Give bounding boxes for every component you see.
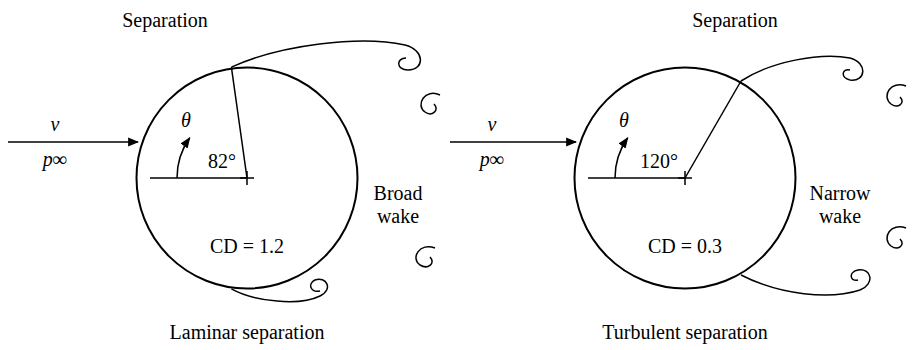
wake-label: Narrow wake — [805, 182, 875, 228]
drag-coefficient: CD = 0.3 — [648, 235, 722, 258]
pressure-symbol: p∞ — [480, 148, 504, 171]
separation-radius — [685, 81, 741, 178]
drag-coefficient: CD = 1.2 — [210, 235, 284, 258]
separation-label: Separation — [122, 9, 208, 32]
pressure-symbol: p∞ — [43, 148, 67, 171]
flow-arrow — [450, 141, 576, 143]
angle-symbol: θ — [181, 109, 191, 132]
angle-value: 82° — [208, 150, 236, 173]
flow-arrow — [8, 141, 138, 143]
angle-symbol: θ — [619, 109, 629, 132]
reference-line — [150, 177, 247, 179]
caption-label: Turbulent separation — [602, 321, 767, 344]
center-mark — [246, 171, 248, 185]
shear-layer — [231, 41, 420, 70]
reference-line — [588, 177, 685, 179]
caption-label: Laminar separation — [170, 321, 325, 344]
velocity-symbol: v — [51, 113, 60, 136]
center-mark — [684, 171, 686, 185]
vortex — [887, 85, 906, 106]
velocity-symbol: v — [488, 113, 497, 136]
shear-layer — [741, 270, 870, 295]
cylinder-circle: θ 120° CD = 0.3 — [573, 66, 797, 290]
shear-layer — [741, 56, 863, 81]
separation-label: Separation — [692, 9, 778, 32]
circle-outline — [137, 68, 358, 289]
wake-label: Broad wake — [363, 182, 433, 228]
angle-arc — [177, 138, 190, 178]
circle-outline — [575, 68, 796, 289]
vortex — [887, 227, 906, 248]
angle-arc — [615, 138, 628, 178]
cylinder-circle: θ 82° CD = 1.2 — [135, 66, 359, 290]
vortex — [421, 93, 440, 113]
angle-value: 120° — [640, 150, 678, 173]
vortex — [416, 247, 435, 267]
